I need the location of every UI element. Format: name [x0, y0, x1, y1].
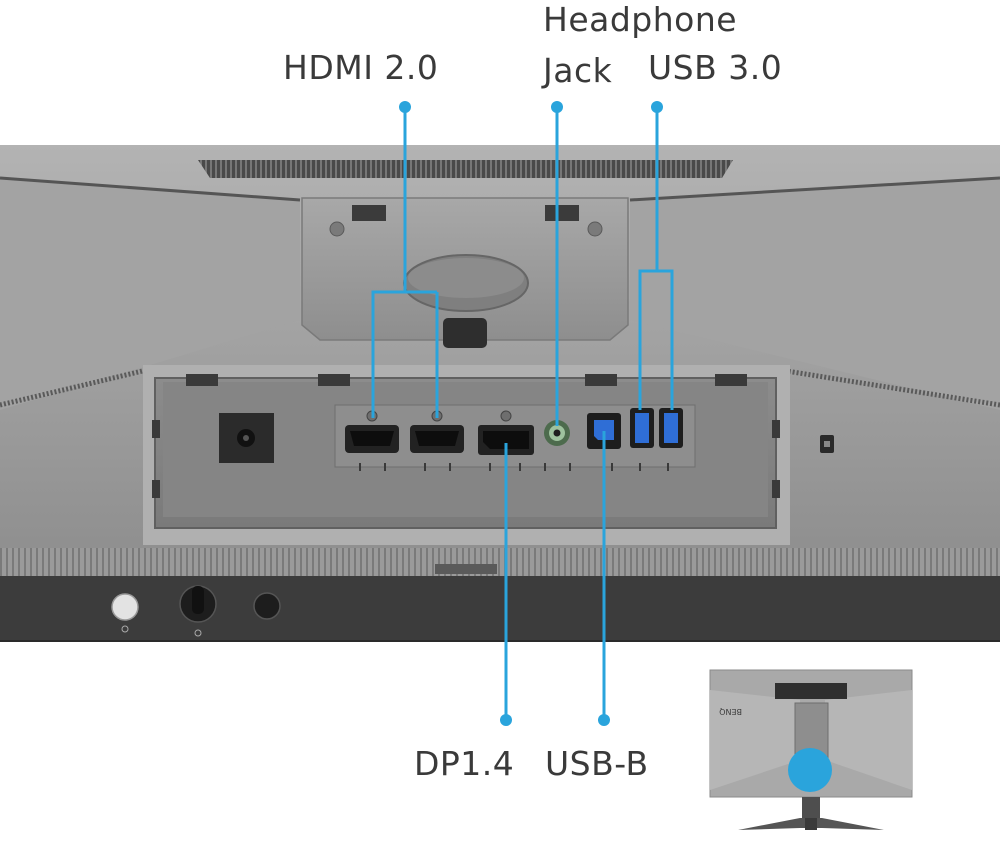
usb3-callout-line-2: [657, 269, 674, 410]
stand-mount-plate: [301, 197, 629, 348]
usb-3-port-2: [659, 408, 683, 448]
headphone-callout-dot: [551, 101, 563, 113]
hdmi-callout-line: [371, 107, 407, 418]
security-lock-slot: [820, 435, 834, 453]
headphone-callout-label-line1: Headphone: [543, 0, 738, 39]
hdmi-port-1: [345, 410, 399, 453]
joystick-control: [179, 585, 217, 637]
hdmi-callout-label: HDMI 2.0: [283, 48, 439, 87]
usbb-callout-label: USB-B: [545, 744, 649, 783]
dp-callout-dot: [500, 714, 512, 726]
callout-lines: [371, 107, 674, 720]
inset-highlight-circle: [788, 748, 832, 792]
headphone-callout-label-line2: Jack: [543, 51, 613, 90]
displayport-port: [478, 410, 534, 455]
power-port: [219, 413, 274, 463]
inset-monitor-thumbnail: BENQ: [709, 669, 913, 830]
bottom-rib-band: [0, 548, 1000, 576]
headphone-jack-port: [544, 420, 570, 446]
io-port-panel: [143, 365, 790, 545]
usb-3-port-1: [630, 408, 654, 448]
dp-callout-label: DP1.4: [414, 744, 515, 783]
top-vent-grille: [198, 160, 733, 178]
function-button: [253, 592, 281, 620]
callout-dots: [399, 101, 663, 726]
power-button: [111, 593, 139, 633]
inset-brand-text: BENQ: [719, 707, 742, 716]
usb3-callout-line: [638, 107, 659, 410]
hdmi-port-2: [410, 410, 464, 453]
port-label-marks: [359, 463, 669, 471]
usb3-callout-label: USB 3.0: [648, 48, 783, 87]
usbb-callout-dot: [598, 714, 610, 726]
usb3-callout-dot: [651, 101, 663, 113]
hdmi-callout-dot: [399, 101, 411, 113]
stand-release-button: [443, 318, 487, 348]
bottom-bezel: [0, 576, 1000, 642]
